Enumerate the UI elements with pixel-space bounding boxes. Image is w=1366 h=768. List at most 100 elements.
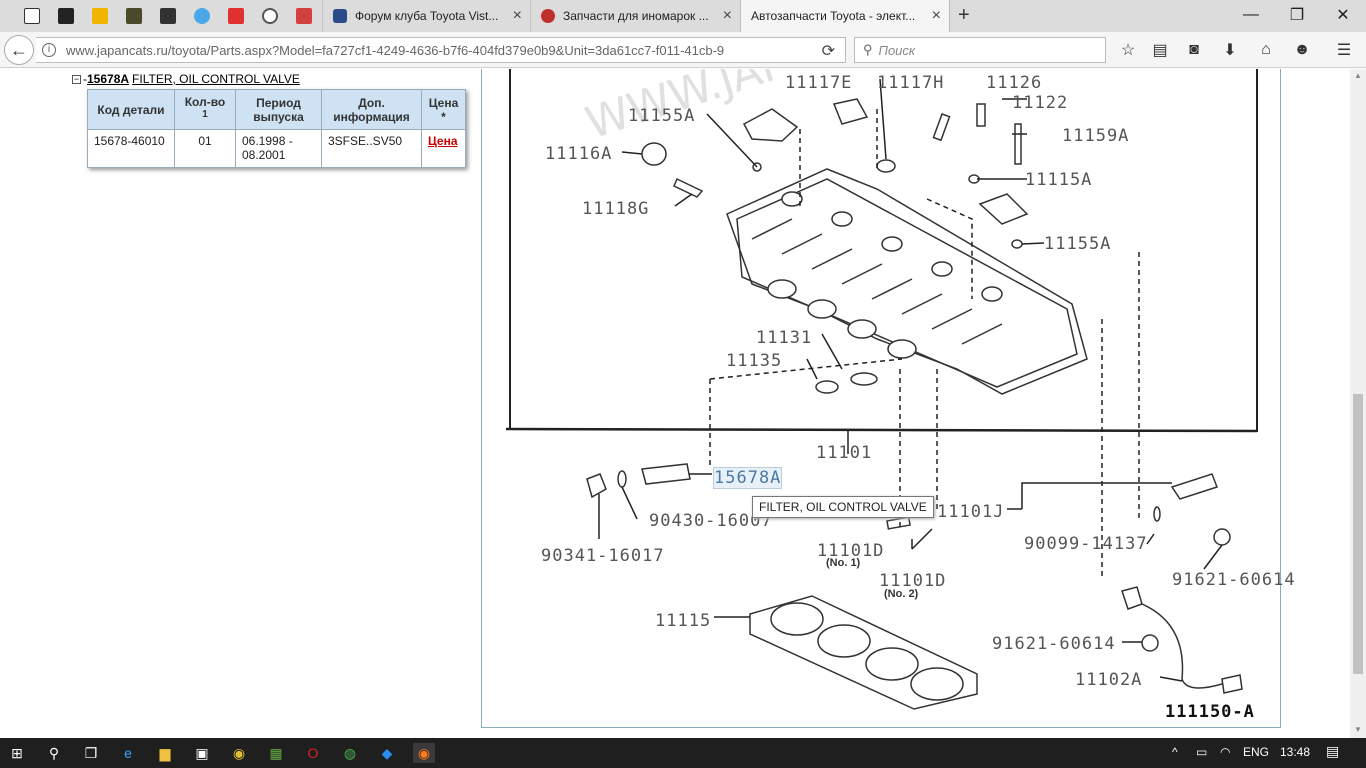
- part-label[interactable]: 11155A: [1044, 234, 1112, 254]
- part-sublabel: (No. 2): [884, 588, 919, 600]
- home-icon[interactable]: ⌂: [1261, 41, 1271, 58]
- battery-icon[interactable]: ▭: [1196, 745, 1208, 759]
- part-label[interactable]: 11155A: [628, 106, 696, 126]
- url-path: /toyota/Parts.aspx?Model=fa727cf1-4249-4…: [167, 42, 725, 58]
- pinned-site-icon: [92, 8, 108, 24]
- part-name[interactable]: FILTER, OIL CONTROL VALVE: [132, 72, 300, 86]
- download-icon[interactable]: ⬇: [1223, 42, 1237, 59]
- file-explorer-icon[interactable]: ▆: [159, 744, 171, 761]
- part-label[interactable]: 11101J: [937, 502, 1005, 522]
- pinned-tab-7[interactable]: [222, 4, 250, 28]
- part-label[interactable]: 11122: [1012, 93, 1069, 113]
- part-label[interactable]: 11126: [986, 73, 1043, 93]
- part-label[interactable]: 90341-16017: [541, 546, 665, 566]
- part-label[interactable]: 11118G: [582, 199, 650, 219]
- close-tab-icon[interactable]: ×: [722, 7, 732, 24]
- pocket-icon[interactable]: ◙: [1189, 41, 1199, 58]
- wifi-icon[interactable]: ◠: [1220, 745, 1231, 759]
- tab-toyota-parts-active[interactable]: Автозапчасти Toyota - элект... ×: [740, 0, 950, 32]
- part-label[interactable]: 11117E: [785, 73, 853, 93]
- cell-qty: 01: [174, 129, 236, 168]
- pinned-tab-2[interactable]: [52, 4, 80, 28]
- tab-title: Автозапчасти Toyota - элект...: [751, 9, 916, 23]
- scrollbar-thumb[interactable]: [1353, 394, 1363, 674]
- notifications-icon[interactable]: ▤: [1326, 743, 1340, 759]
- cell-info: 3SFSE..SV50: [321, 129, 422, 168]
- menu-icon[interactable]: ☰: [1336, 42, 1352, 59]
- edge-icon[interactable]: e: [124, 745, 132, 761]
- close-window-button[interactable]: ✕: [1336, 7, 1350, 24]
- parts-diagram: WWW.JAP: [481, 69, 1295, 728]
- part-label[interactable]: 11115: [655, 611, 712, 631]
- pinned-tab-4[interactable]: [120, 4, 148, 28]
- app-icon[interactable]: ◉: [232, 744, 246, 761]
- info-icon[interactable]: i: [42, 43, 56, 57]
- tab-toyota-vista-forum[interactable]: Форум клуба Toyota Vist... ×: [322, 0, 530, 32]
- app-icon[interactable]: ▦: [269, 744, 283, 761]
- tab-parts-foreign-cars[interactable]: Запчасти для иномарок ... ×: [530, 0, 740, 32]
- cell-period: 06.1998 - 08.2001: [235, 129, 322, 168]
- task-view-icon[interactable]: ❐: [84, 744, 98, 761]
- reading-list-icon[interactable]: ▤: [1152, 42, 1168, 59]
- store-icon[interactable]: ▣: [195, 744, 209, 761]
- collapse-icon[interactable]: −: [72, 73, 81, 84]
- close-tab-icon[interactable]: ×: [931, 7, 941, 24]
- new-tab-button[interactable]: +: [958, 4, 970, 26]
- part-label[interactable]: 11131: [756, 328, 813, 348]
- opera-icon[interactable]: O: [307, 745, 319, 761]
- part-label[interactable]: 11102A: [1075, 670, 1143, 690]
- part-label[interactable]: 11116A: [545, 144, 613, 164]
- reload-icon[interactable]: ⟳: [821, 43, 835, 60]
- app-icon[interactable]: ◆: [381, 744, 393, 761]
- clock[interactable]: 13:48: [1280, 745, 1311, 759]
- tab-bar: Форум клуба Toyota Vist... × Запчасти дл…: [0, 0, 1366, 32]
- windows-taskbar: ⊞ ⚲ ❐ e ▆ ▣ ◉ ▦ O ◍ ◆ ◉ ^ ▭ ◠ ENG 13:48 …: [0, 738, 1366, 768]
- part-label[interactable]: 11101D: [879, 571, 947, 591]
- chrome-icon[interactable]: ◍: [343, 744, 357, 761]
- part-label[interactable]: 91621-60614: [992, 634, 1116, 654]
- language-indicator[interactable]: ENG: [1243, 745, 1270, 759]
- maximize-button[interactable]: ❐: [1289, 7, 1305, 24]
- firefox-icon[interactable]: ◉: [413, 743, 435, 763]
- url-domain: www.japancats.ru: [66, 42, 168, 58]
- pinned-tab-3[interactable]: [86, 4, 114, 28]
- pinned-tab-6[interactable]: [188, 4, 216, 28]
- shield-icon: [333, 9, 347, 23]
- header-qty: Кол-во 1: [174, 89, 236, 130]
- windows-start-icon[interactable]: ⊞: [11, 744, 23, 761]
- scroll-down-icon[interactable]: ▼: [1354, 725, 1362, 734]
- part-label[interactable]: 90430-16007: [649, 511, 773, 531]
- chevron-up-icon[interactable]: ^: [1172, 745, 1178, 759]
- cell-code: 15678-46010: [87, 129, 175, 168]
- part-label[interactable]: 11115A: [1025, 170, 1093, 190]
- cell-price: Цена: [421, 129, 466, 168]
- pinned-site-icon: [194, 8, 210, 24]
- part-label[interactable]: 91621-60614: [1172, 570, 1296, 590]
- part-code-link[interactable]: 15678A: [87, 72, 130, 86]
- account-icon[interactable]: ☻: [1293, 41, 1311, 58]
- minimize-button[interactable]: —: [1243, 6, 1259, 23]
- part-label[interactable]: 11135: [726, 351, 783, 371]
- price-link[interactable]: Цена: [428, 134, 458, 148]
- back-button[interactable]: ←: [4, 35, 34, 65]
- vertical-scrollbar[interactable]: ▲ ▼: [1350, 69, 1366, 738]
- search-input[interactable]: ⚲ Поиск: [854, 37, 1106, 63]
- part-label[interactable]: 90099-14137: [1024, 534, 1148, 554]
- part-label[interactable]: 11101: [816, 443, 873, 463]
- pinned-tab-5[interactable]: [154, 4, 182, 28]
- pinned-tab-9[interactable]: [290, 4, 318, 28]
- part-label[interactable]: 11101D: [817, 541, 885, 561]
- part-label[interactable]: 11117H: [877, 73, 945, 93]
- search-icon[interactable]: ⚲: [48, 744, 60, 761]
- url-bar[interactable]: i www.japancats.ru/toyota/Parts.aspx?Mod…: [36, 37, 846, 63]
- bookmark-star-icon[interactable]: ☆: [1120, 42, 1136, 59]
- scroll-up-icon[interactable]: ▲: [1354, 71, 1362, 80]
- close-tab-icon[interactable]: ×: [512, 7, 522, 24]
- pinned-tab-8[interactable]: [256, 4, 284, 28]
- header-code: Код детали: [87, 89, 175, 130]
- pinned-tab-1[interactable]: [18, 4, 46, 28]
- part-label[interactable]: 11159A: [1062, 126, 1130, 146]
- url-text[interactable]: www.japancats.ru/toyota/Parts.aspx?Model…: [66, 43, 786, 58]
- part-label-highlighted[interactable]: 15678A: [713, 467, 783, 489]
- search-icon: ⚲: [863, 42, 873, 57]
